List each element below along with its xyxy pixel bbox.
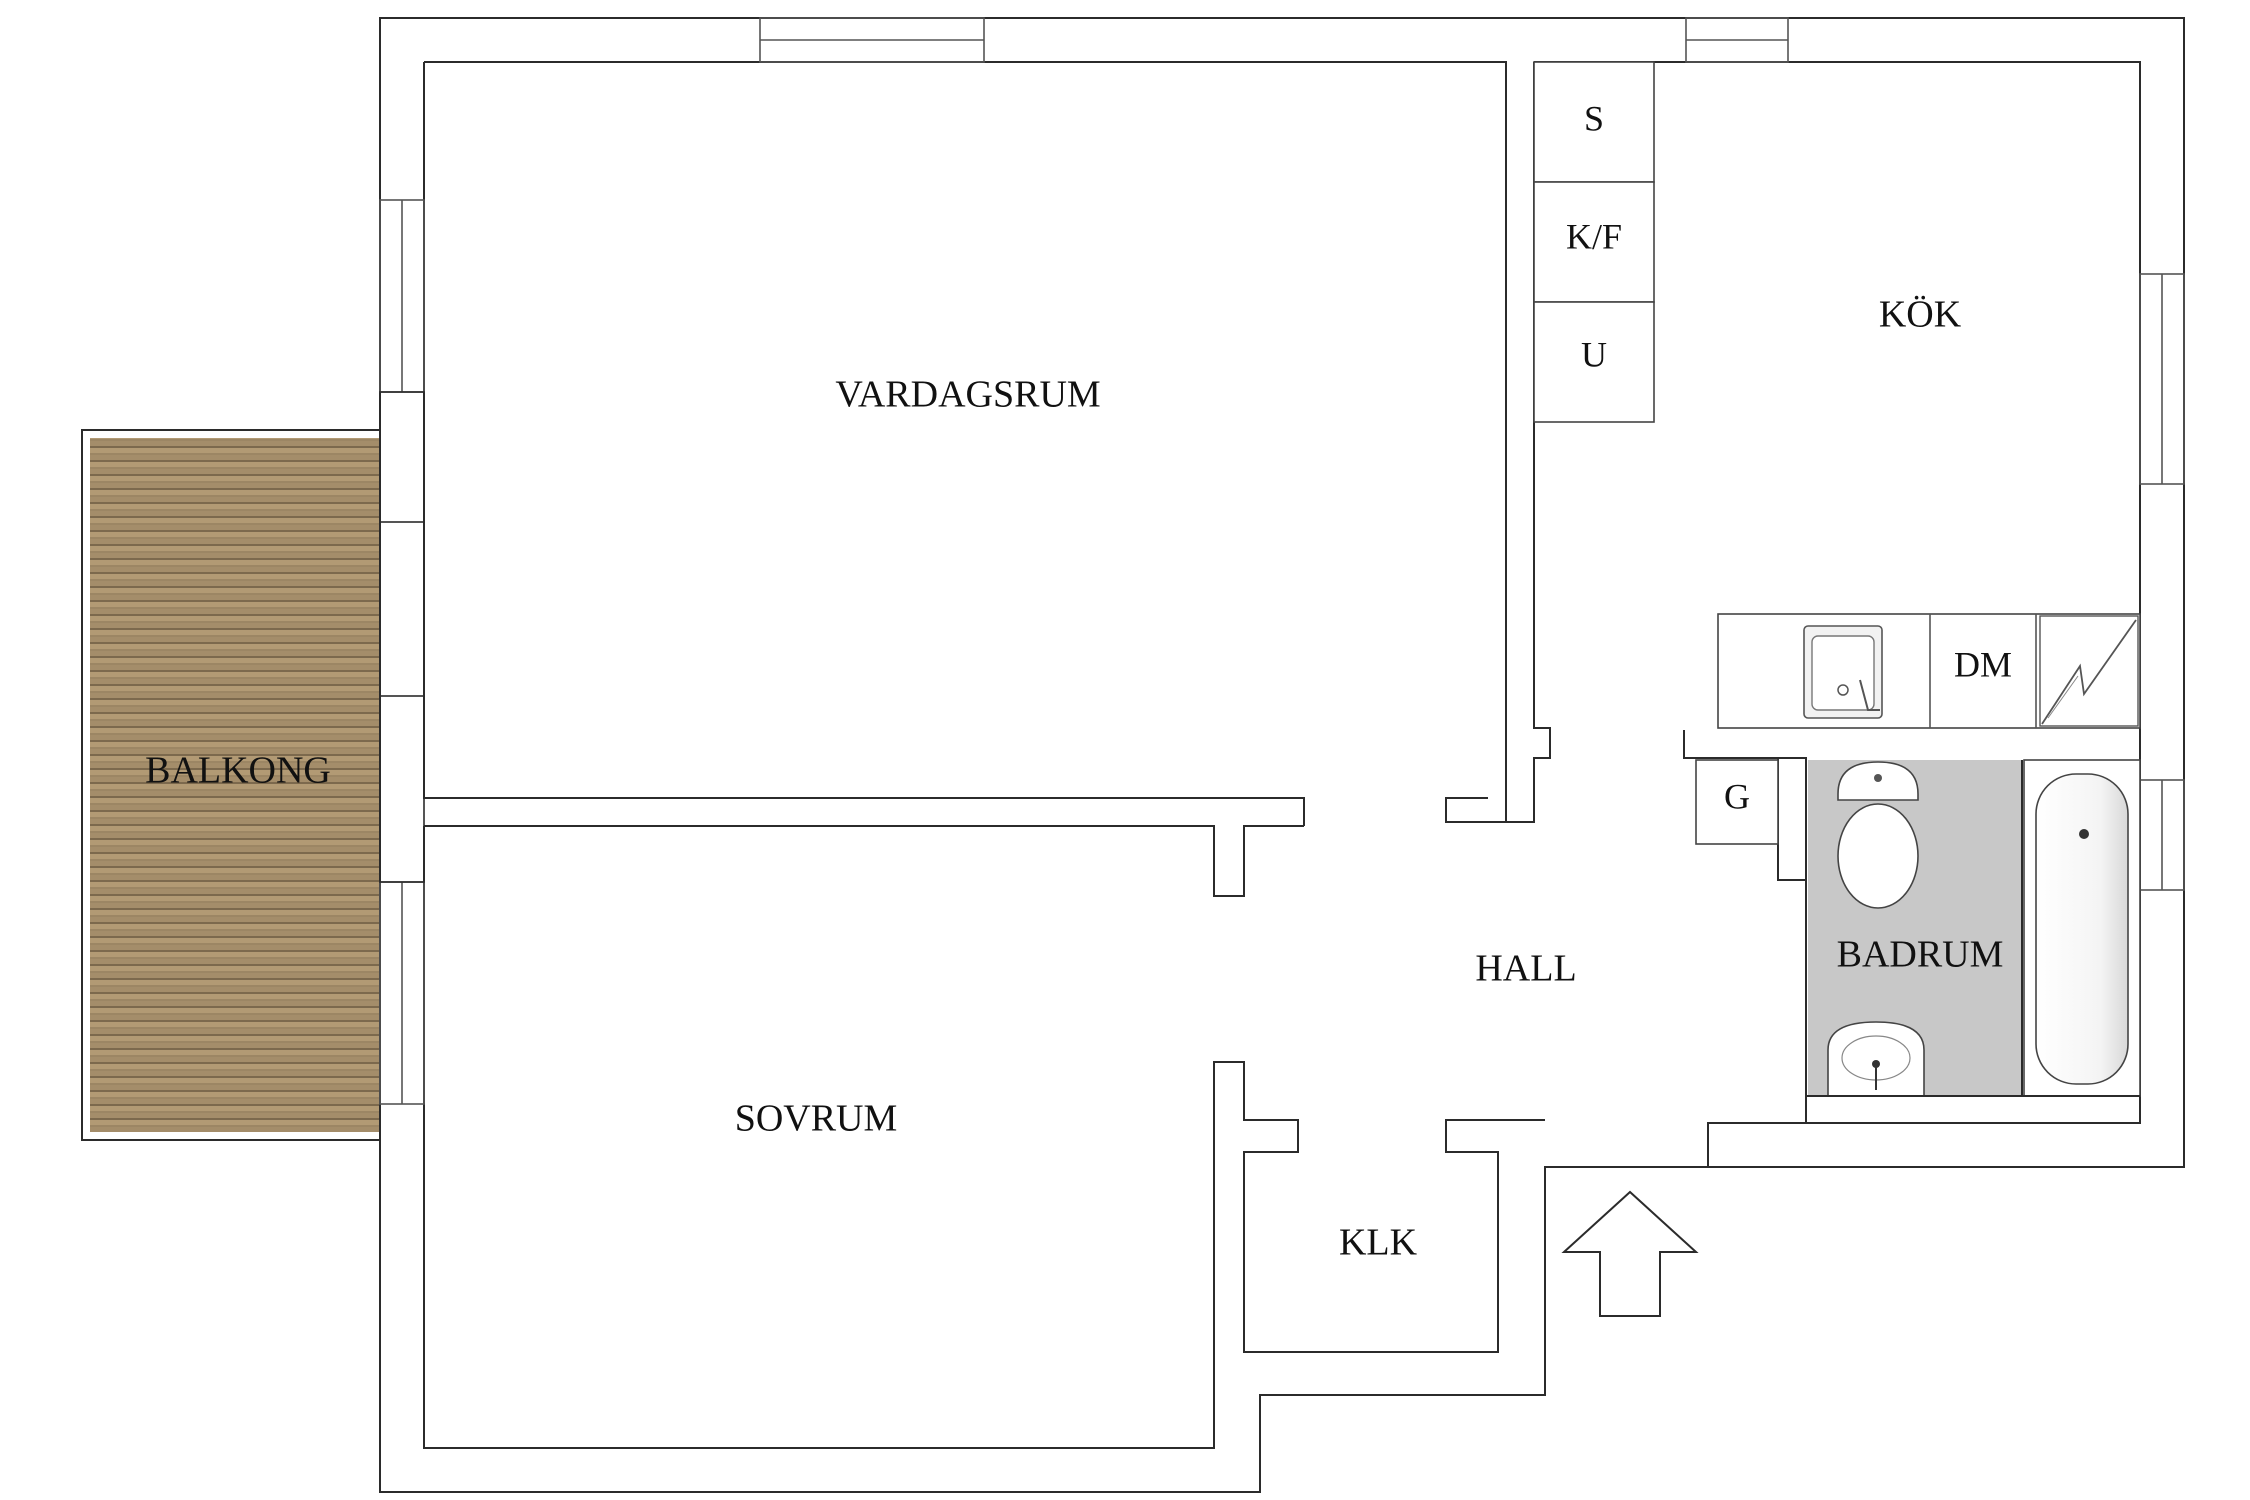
label-kf: K/F: [1566, 216, 1622, 256]
room-kok: KÖK: [1879, 294, 1962, 336]
room-vardagsrum: VARDAGSRUM: [835, 374, 1100, 416]
entrance-arrow-icon: [1561, 1190, 1699, 1317]
label-u: U: [1581, 334, 1607, 374]
kitchen-counter: DM: [1717, 613, 2141, 729]
room-klk: KLK: [1339, 1222, 1418, 1264]
appliance-s: [1533, 61, 1655, 183]
toilet-icon: [1837, 761, 1919, 909]
label-s: S: [1584, 98, 1604, 138]
label-dm: DM: [1954, 644, 2012, 684]
stove-icon: [2039, 615, 2139, 727]
kitchen-sink-icon: [1803, 625, 1883, 719]
windows: [379, 17, 2185, 1105]
room-badrum: BADRUM: [1837, 934, 2004, 976]
room-sovrum: SOVRUM: [735, 1098, 898, 1140]
balcony: [81, 429, 381, 1141]
appliance-u: [1533, 301, 1655, 423]
kitchen-appliances: S K/F U: [1533, 61, 1655, 423]
bathroom: G: [1683, 730, 2141, 1124]
appliance-kf: [1533, 181, 1655, 303]
fixture-g: [1695, 759, 1779, 845]
washbasin-icon: [1827, 1021, 1925, 1097]
room-balkong: BALKONG: [145, 750, 331, 792]
outer-walls: [379, 17, 2185, 1493]
label-g: G: [1724, 776, 1750, 816]
room-hall: HALL: [1475, 948, 1576, 990]
balcony-deck: [90, 438, 380, 1132]
bathtub-icon: [2023, 759, 2141, 1097]
